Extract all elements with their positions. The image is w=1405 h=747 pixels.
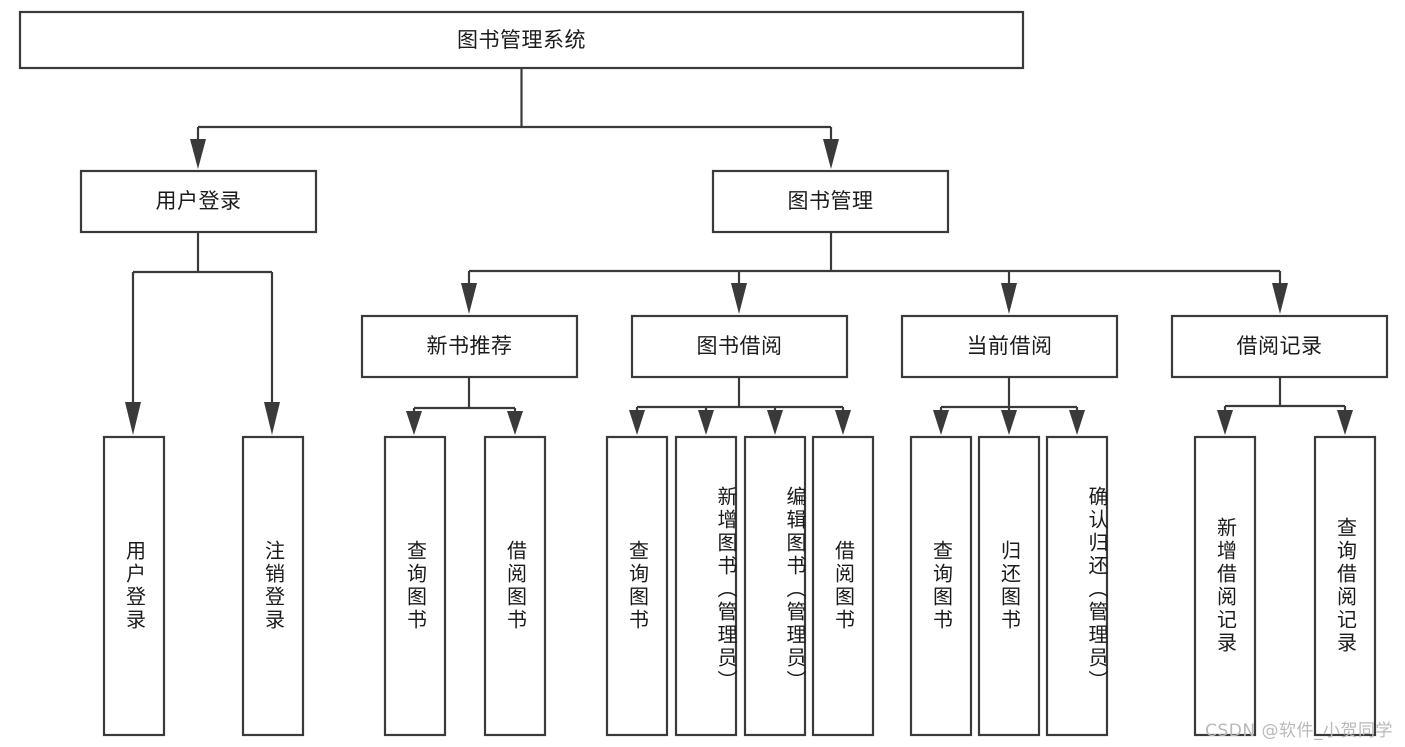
leaf-current-borrow-0[interactable]: [909, 435, 973, 737]
connector-user-login-to-leaves: [125, 232, 280, 435]
leaf-new-book-recommend-0[interactable]: [383, 435, 447, 737]
leaf-borrow-record-0[interactable]: [1193, 435, 1257, 737]
leaf-book-borrow-0[interactable]: [605, 435, 669, 737]
node-book-manage[interactable]: 图书管理: [711, 169, 950, 234]
leaf-book-borrow-3[interactable]: [811, 435, 875, 737]
leaf-user-login-0[interactable]: [102, 435, 166, 737]
leaf-borrow-record-1[interactable]: [1313, 435, 1377, 737]
node-root[interactable]: 图书管理系统: [18, 10, 1025, 70]
node-new-book-recommend-label: 新书推荐: [427, 334, 513, 358]
node-book-manage-label: 图书管理: [788, 189, 874, 213]
leaf-book-borrow-2[interactable]: [743, 435, 807, 737]
connector-root-to-level2: [190, 68, 839, 169]
leaf-user-login-1[interactable]: [241, 435, 305, 737]
node-borrow-record[interactable]: 借阅记录: [1170, 314, 1389, 379]
leaf-book-borrow-1[interactable]: [674, 435, 738, 737]
connector-new-book-to-leaves: [406, 377, 523, 435]
node-root-label: 图书管理系统: [457, 28, 586, 52]
node-current-borrow[interactable]: 当前借阅: [900, 314, 1119, 379]
node-user-login[interactable]: 用户登录: [79, 169, 318, 234]
leaf-new-book-recommend-1[interactable]: [483, 435, 547, 737]
node-book-borrow-label: 图书借阅: [697, 334, 783, 358]
connector-current-borrow-to-leaves: [933, 377, 1085, 435]
node-borrow-record-label: 借阅记录: [1237, 334, 1323, 358]
connector-book-manage-to-level3: [461, 232, 1288, 314]
node-user-login-label: 用户登录: [156, 189, 242, 213]
node-new-book-recommend[interactable]: 新书推荐: [360, 314, 579, 379]
leaf-current-borrow-1[interactable]: [977, 435, 1041, 737]
node-current-borrow-label: 当前借阅: [967, 334, 1053, 358]
connector-book-borrow-to-leaves: [629, 377, 851, 435]
leaf-current-borrow-2[interactable]: [1045, 435, 1109, 737]
csdn-watermark: CSDN @软件_小贺同学: [1205, 721, 1393, 741]
node-book-borrow[interactable]: 图书借阅: [630, 314, 849, 379]
connector-borrow-record-to-leaves: [1217, 377, 1353, 435]
